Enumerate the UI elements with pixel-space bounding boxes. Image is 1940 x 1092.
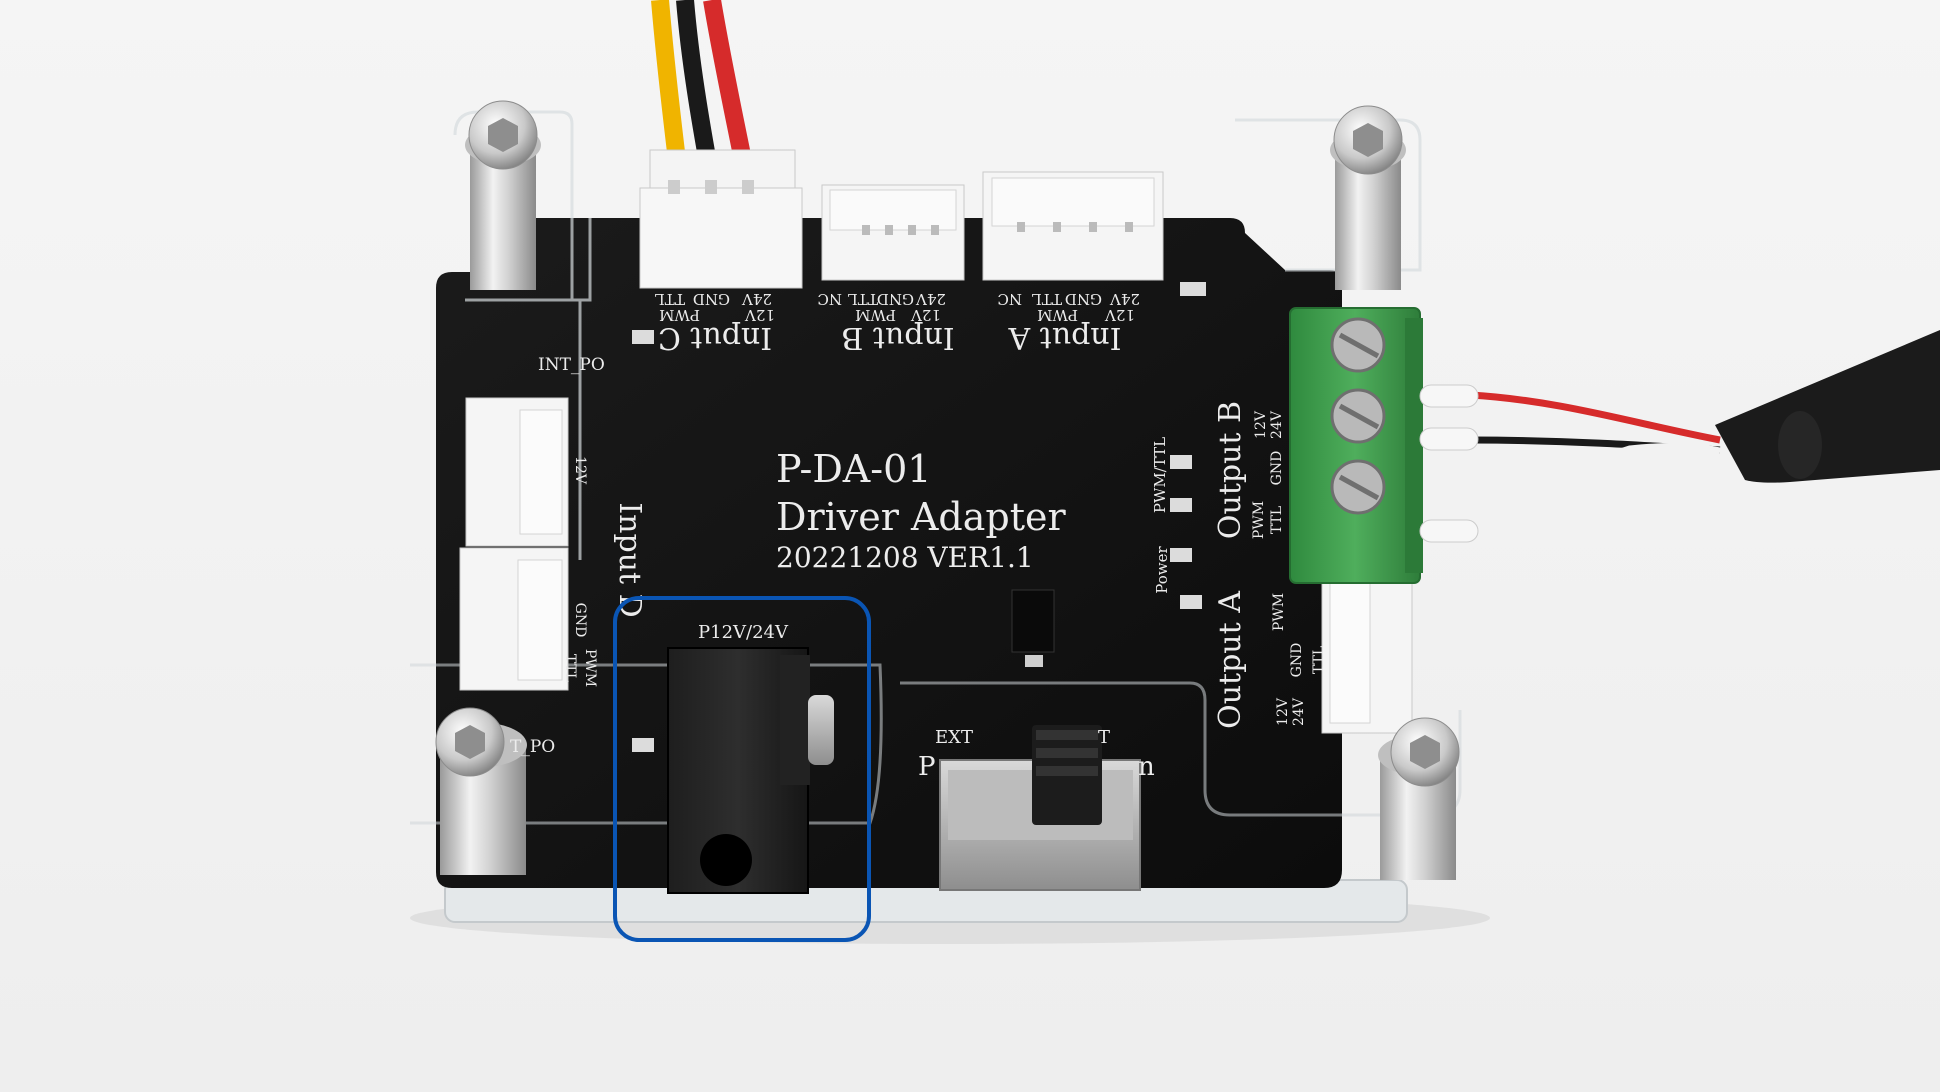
standoff-top-left [465, 100, 541, 290]
int-po-top-label: INT_PO [538, 355, 605, 375]
input-b-connector [821, 184, 965, 281]
input-a-pin-ttl: TTL [1032, 290, 1062, 308]
output-a-label: Output A [1213, 591, 1248, 729]
output-a-pin-ttl: TTL [1311, 646, 1327, 674]
output-b-label: Output B [1213, 401, 1248, 539]
board-name: Driver Adapter [776, 495, 1066, 539]
input-a-pin-24v: 24V [1109, 290, 1140, 308]
switch-int-label: T [1098, 727, 1110, 748]
input-b-pin-12v: 12V [910, 306, 941, 324]
input-b-pin-pwm: PWM [855, 306, 896, 324]
input-d-connector-lower [459, 547, 569, 691]
input-a-label: Input A [1008, 320, 1121, 355]
standoff-top-right [1330, 105, 1406, 290]
input-d-pin-pwm: PWM [582, 649, 598, 687]
int-po-bottom-label: T_PO [510, 737, 555, 757]
output-a-pin-gnd: GND [1289, 643, 1305, 678]
input-b-pin-nc: NC [817, 290, 842, 308]
board-model: P-DA-01 [776, 447, 931, 491]
input-c-connector [639, 149, 803, 289]
input-a-connector [982, 171, 1164, 281]
ic-chip [1011, 589, 1055, 653]
acrylic-top-edge-right [1235, 118, 1422, 272]
switch-p-label: P [918, 752, 936, 782]
input-a-pin-pwm: PWM [1037, 306, 1078, 324]
acrylic-top-edge-left [453, 110, 592, 560]
input-b-pin-ttl: TTL [848, 290, 878, 308]
led-pwm-ttl-label: PWM/TTL [1151, 437, 1169, 513]
led-power [1170, 548, 1192, 562]
led-pwm-ttl-2 [1170, 498, 1192, 512]
input-d-pin-12v: 12V [572, 456, 588, 485]
input-c-label: Input C [658, 320, 772, 355]
led-pwm-ttl [1170, 455, 1192, 469]
led-int-po [632, 738, 654, 752]
output-a-pin-24v: 24V [1291, 697, 1307, 726]
switch-n-label: n [1138, 752, 1155, 782]
input-c-pin-ttl: TTL [655, 290, 685, 308]
led-input-c [632, 330, 654, 344]
standoff-bottom-left [435, 707, 527, 875]
input-a-pin-12v: 12V [1104, 306, 1135, 324]
input-a-pin-gnd: GND [1065, 290, 1102, 308]
highlight-box [613, 596, 871, 942]
led-power-label: Power [1153, 545, 1171, 593]
output-b-pin-ttl: TTL [1269, 506, 1285, 534]
output-b-terminal-block [1289, 307, 1423, 584]
output-b-pin-12v: 12V [1253, 410, 1269, 439]
output-b-pin-pwm: PWM [1251, 501, 1267, 539]
pcb-board [436, 218, 1342, 888]
led-power-2 [1180, 595, 1202, 609]
input-c-pin-24v: 24V [741, 290, 772, 308]
input-c-pin-gnd: GND [693, 290, 730, 308]
output-a-pin-12v: 12V [1275, 697, 1291, 726]
input-b-label: Input B [841, 320, 954, 355]
output-b-pin-24v: 24V [1269, 410, 1285, 439]
board-version: 20221208 VER1.1 [776, 541, 1034, 574]
input-c-pin-pwm: PWM [659, 306, 700, 324]
input-a-pin-nc: NC [997, 290, 1022, 308]
output-b-pin-gnd: GND [1269, 451, 1285, 486]
dc-power-jack [667, 647, 834, 894]
input-b-pin-gnd: GND [877, 290, 914, 308]
power-slide-switch [939, 725, 1141, 891]
output-a-pin-pwm: PWM [1271, 593, 1287, 631]
input-c-pin-12v: 12V [744, 306, 775, 324]
switch-ext-label: EXT [935, 727, 973, 748]
standoff-bottom-right [1378, 717, 1460, 880]
output-a-connector [1321, 564, 1413, 734]
input-d-pin-ttl: TTL [562, 654, 578, 682]
input-d-pin-gnd: GND [572, 603, 588, 638]
output-b-cable [1419, 330, 1940, 543]
led-input-a [1180, 282, 1206, 296]
power-jack-label: P12V/24V [698, 622, 789, 643]
smd-component [1025, 655, 1043, 667]
input-d-connector-upper [465, 397, 569, 547]
input-b-pin-24v: 24V [915, 290, 946, 308]
